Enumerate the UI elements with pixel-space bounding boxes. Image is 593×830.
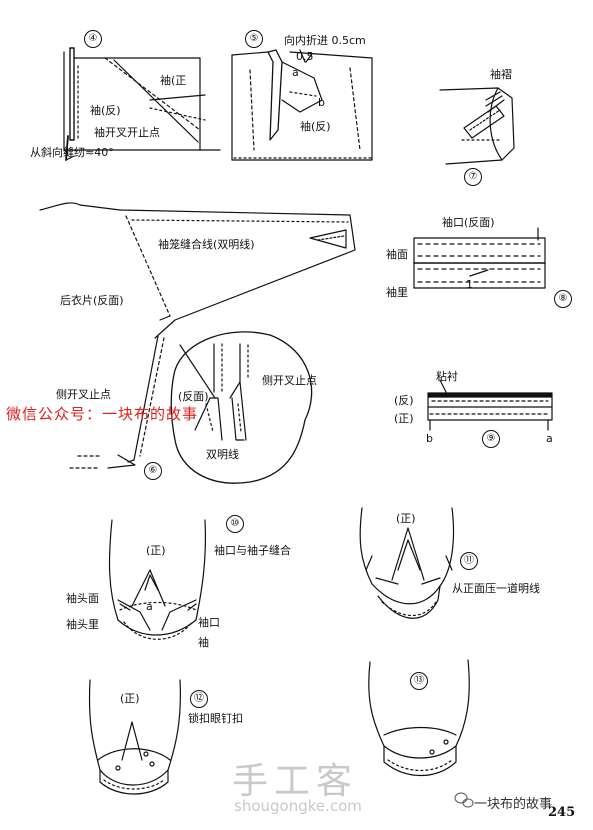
s11-right-label: (正) xyxy=(396,512,416,525)
s6-side-vent-left-label: 侧开叉止点 xyxy=(56,388,111,401)
s5-dim-label: 0.5 xyxy=(296,50,314,63)
s4-vent-stop-label: 袖开叉开止点 xyxy=(94,126,160,139)
s9-b-label: b xyxy=(426,432,433,445)
step13-number: ⑬ xyxy=(410,672,428,690)
s9-wrong-label: (反) xyxy=(394,394,414,407)
s6-armhole-label: 袖笼缝合线(双明线) xyxy=(158,238,255,251)
s5-sleeve-wrong-label: 袖(反) xyxy=(300,120,331,133)
s8-cuff-wrong-label: 袖口(反面) xyxy=(442,216,495,229)
wechat-icon xyxy=(454,792,474,808)
s4-sleeve-right-label: 袖(正 xyxy=(160,74,187,87)
step10-drawing xyxy=(108,519,207,640)
s9-interfacing-label: 粘衬 xyxy=(436,370,458,383)
step12-number: ⑫ xyxy=(190,690,208,708)
s10-cuff-label: 袖口 xyxy=(198,616,220,629)
step8-drawing xyxy=(413,227,546,289)
step4-drawing xyxy=(63,47,221,161)
s8-cuff-face-label: 袖面 xyxy=(386,248,408,261)
site-url-watermark: shougongke.com xyxy=(234,797,362,815)
s4-sleeve-wrong-label: 袖(反) xyxy=(90,104,121,117)
step11-drawing xyxy=(359,507,455,619)
step6-number: ⑥ xyxy=(144,462,162,480)
s10-sleeve-label: 袖 xyxy=(198,636,209,649)
s10-a-label: a xyxy=(146,600,153,613)
wechat-name-watermark: 一块布的故事 xyxy=(474,797,553,812)
step9-number: ⑨ xyxy=(482,430,500,448)
step9-drawing xyxy=(427,379,553,431)
s12-right-label: (正) xyxy=(120,692,140,705)
s6-wrong-side-label: (反面) xyxy=(178,390,209,403)
s7-placket-label: 袖褶 xyxy=(490,68,512,81)
s6-double-topstitch-label: 双明线 xyxy=(206,448,239,461)
step12-drawing xyxy=(88,679,181,795)
s12-buttons-label: 锁扣眼钉扣 xyxy=(188,712,243,725)
site-logo-watermark: 手工客 xyxy=(232,761,359,802)
step6-drawing xyxy=(39,202,356,484)
s6-back-piece-label: 后衣片(反面) xyxy=(60,294,124,307)
step11-number: ⑪ xyxy=(460,552,478,570)
step5-drawing xyxy=(231,49,373,161)
s5-a-label: a xyxy=(292,66,299,79)
s8-mark-label: 1 xyxy=(466,278,473,291)
s4-bias-seam-label: 从斜向缝纫≈40° xyxy=(30,146,114,159)
step7-number: ⑦ xyxy=(464,168,482,186)
s5-fold-label: 向内折进 0.5cm xyxy=(284,34,366,47)
step4-number: ④ xyxy=(84,30,102,48)
page-number: 245 xyxy=(548,805,576,820)
s9-a-label: a xyxy=(546,432,553,445)
s8-cuff-lining-label: 袖里 xyxy=(386,286,408,299)
step7-drawing xyxy=(439,87,515,165)
step13-drawing xyxy=(368,659,470,777)
step5-number: ⑤ xyxy=(245,30,263,48)
step8-number: ⑧ xyxy=(554,290,572,308)
step10-number: ⑩ xyxy=(226,515,244,533)
s10-cuff-seam-label: 袖口与袖子缝合 xyxy=(214,544,291,557)
s10-cuff-lining-label: 袖头里 xyxy=(66,618,99,631)
s10-right-label: (正) xyxy=(146,544,166,557)
s11-topstitch-label: 从正面压一道明线 xyxy=(452,582,540,595)
s6-side-vent-right-label: 侧开叉止点 xyxy=(262,374,317,387)
s9-right-label: (正) xyxy=(394,412,414,425)
s5-b-label: b xyxy=(318,96,325,109)
s10-cuff-face-label: 袖头面 xyxy=(66,592,99,605)
wechat-account-watermark: 微信公众号：一块布的故事 xyxy=(6,405,199,423)
